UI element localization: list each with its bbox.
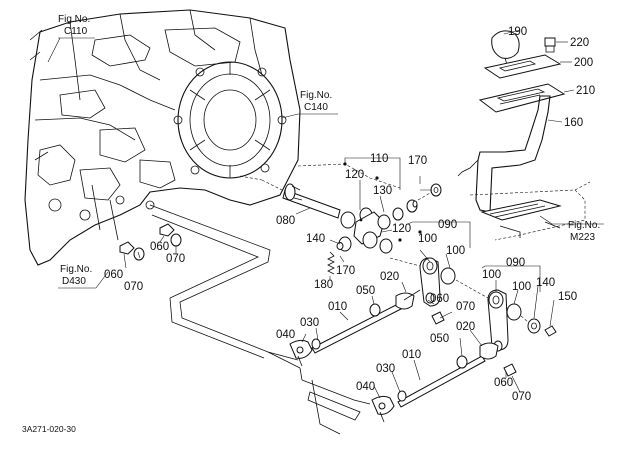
part-label-080: 080: [276, 215, 295, 227]
part-label-100-a: 100: [418, 233, 437, 245]
cap-bolt: [544, 37, 556, 47]
part-label-050-upper: 050: [356, 285, 375, 297]
part-label-160: 160: [564, 117, 583, 129]
fig-ref-c140-line1: Fig.No.: [300, 90, 332, 101]
part-label-020-lower: 020: [456, 321, 475, 333]
part-label-110: 110: [370, 153, 388, 165]
fig-ref-d430-line2: D430: [62, 276, 86, 287]
part-labels: 190 220 200 210 160 110 170 120 130 080 …: [104, 26, 595, 403]
part-label-120-lower: 120: [392, 223, 411, 235]
shift-rod-upper: [289, 289, 445, 367]
part-label-190: 190: [508, 26, 527, 38]
fig-ref-d430: Fig.No. D430: [58, 264, 109, 289]
part-label-130: 130: [373, 185, 392, 197]
part-label-030-upper: 030: [300, 317, 319, 329]
guide-plate-lower: [478, 83, 566, 113]
drawing-code: 3A271-020-30: [22, 424, 76, 434]
part-label-140-lower: 140: [536, 277, 555, 289]
part-label-170-lower: 170: [336, 265, 355, 277]
fig-ref-m223-line2: M223: [570, 232, 595, 243]
part-label-140-upper: 140: [306, 233, 325, 245]
leader-lines: [123, 29, 575, 399]
part-label-060-d: 060: [494, 377, 513, 389]
part-label-210: 210: [576, 85, 595, 97]
part-label-010-upper: 010: [328, 301, 347, 313]
shaft-080: [282, 189, 341, 219]
transmission-housing: [24, 9, 301, 266]
fig-ref-c110: Fig.No. C110: [47, 14, 95, 63]
part-label-040-upper: 040: [276, 329, 295, 341]
part-label-090-upper: 090: [438, 219, 457, 231]
part-label-100-c: 100: [482, 269, 501, 281]
part-label-150: 150: [558, 291, 577, 303]
shift-lever: [475, 95, 551, 213]
part-label-180: 180: [314, 279, 333, 291]
guide-plate-upper: [483, 54, 562, 79]
part-label-070-c: 070: [456, 301, 475, 313]
fig-ref-d430-line1: Fig.No.: [60, 264, 92, 275]
lever-knob: [491, 30, 520, 59]
part-label-060-c: 060: [430, 293, 449, 305]
fig-ref-c140-line2: C140: [304, 102, 328, 113]
part-label-010-lower: 010: [402, 349, 421, 361]
select-shaft-group: [282, 162, 442, 275]
lever-arm-group-lower: [487, 289, 557, 352]
fig-ref-m223: Fig.No. M223: [539, 215, 604, 243]
part-label-220: 220: [570, 37, 589, 49]
part-label-100-d: 100: [512, 281, 531, 293]
part-label-060-a: 060: [150, 241, 169, 253]
part-label-050-lower: 050: [430, 333, 449, 345]
fasteners-left: [119, 223, 182, 261]
assembly-centerline: [149, 163, 401, 435]
part-label-060-b: 060: [104, 269, 123, 281]
part-label-020-upper: 020: [380, 271, 399, 283]
part-label-070-a: 070: [166, 253, 185, 265]
fig-ref-c110-line1: Fig.No.: [58, 14, 90, 25]
part-label-100-b: 100: [446, 245, 465, 257]
fig-ref-c140: Fig.No. C140: [281, 90, 338, 119]
part-label-030-lower: 030: [376, 363, 395, 375]
part-label-070-b: 070: [124, 281, 143, 293]
part-label-170-upper: 170: [408, 155, 427, 167]
shift-lever-assembly: [457, 30, 591, 241]
fig-ref-m223-line1: Fig.No.: [568, 220, 600, 231]
part-label-070-d: 070: [512, 391, 531, 403]
part-label-200: 200: [574, 57, 593, 69]
part-label-090-lower: 090: [506, 257, 525, 269]
shift-rod-lower: [371, 342, 517, 423]
group-brackets: [344, 157, 541, 292]
part-label-040-lower: 040: [356, 381, 375, 393]
part-label-120-upper: 120: [345, 169, 364, 181]
fig-ref-c110-line2: C110: [64, 26, 88, 37]
lever-arm-group-upper: [389, 257, 489, 307]
